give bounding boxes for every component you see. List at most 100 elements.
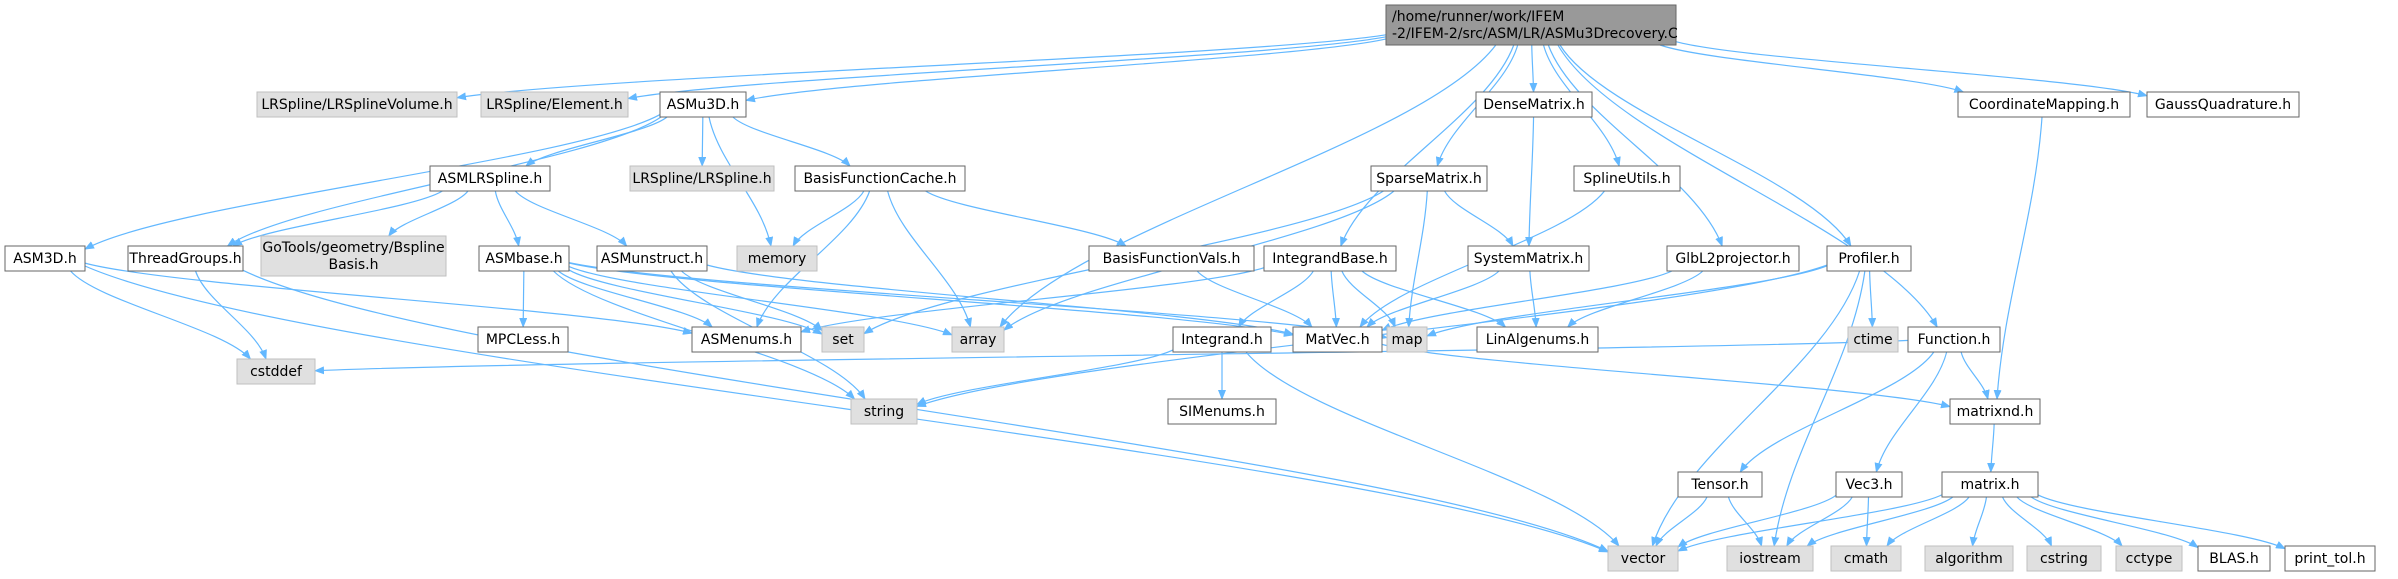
edge-root-to-glbl2 — [1547, 44, 1723, 247]
node-array-label: array — [960, 332, 997, 348]
node-coordmap[interactable]: CoordinateMapping.h — [1957, 91, 2131, 118]
node-function[interactable]: Function.h — [1907, 326, 2001, 353]
node-algorithm-label: algorithm — [1935, 551, 2003, 567]
edge-root-to-gaussquad — [1675, 41, 2148, 98]
edge-bfcache-to-array — [887, 190, 972, 328]
node-lrelem-box — [480, 91, 629, 118]
node-glbl2[interactable]: GlbL2projector.h — [1666, 245, 1800, 272]
node-matrix[interactable]: matrix.h — [1941, 471, 2039, 498]
node-lrspline: LRSpline/LRSpline.h — [629, 165, 775, 192]
node-root[interactable]: /home/runner/work/IFEM-2/IFEM-2/src/ASM/… — [1385, 4, 1678, 46]
edge-function-to-vec3 — [1874, 351, 1948, 473]
edge-asmu3d-to-bfcache — [732, 116, 851, 167]
node-integrand-label: Integrand.h — [1181, 332, 1262, 348]
node-gaussquad[interactable]: GaussQuadrature.h — [2146, 91, 2300, 118]
node-matrix-label: matrix.h — [1961, 477, 2020, 493]
node-glbl2-box — [1666, 245, 1800, 272]
node-blas-box — [2197, 545, 2271, 572]
node-gaussquad-label: GaussQuadrature.h — [2155, 97, 2291, 113]
edge-asmlrspline-to-asmbase — [494, 190, 522, 247]
edge-root-to-array — [999, 44, 1497, 328]
edge-integrandbase-to-matvec — [1330, 270, 1340, 328]
node-tensor-box — [1677, 471, 1763, 498]
node-bfvals[interactable]: BasisFunctionVals.h — [1088, 245, 1255, 272]
node-asmlrspline-box — [429, 165, 551, 192]
node-matrix-box — [1941, 471, 2039, 498]
node-asmu3d[interactable]: ASMu3D.h — [659, 91, 747, 118]
node-cstddef-box — [236, 358, 316, 385]
node-blas[interactable]: BLAS.h — [2197, 545, 2271, 572]
node-vector-box — [1607, 545, 1679, 572]
node-string-box — [850, 398, 918, 425]
node-linalgenums[interactable]: LinAlgenums.h — [1476, 326, 1599, 353]
node-integrandbase[interactable]: IntegrandBase.h — [1263, 245, 1397, 272]
node-iostream-label: iostream — [1739, 551, 1801, 567]
node-bfvals-box — [1088, 245, 1255, 272]
edge-vec3-to-vector — [1677, 494, 1837, 548]
node-simenums-label: SIMenums.h — [1179, 404, 1265, 420]
node-tensor[interactable]: Tensor.h — [1677, 471, 1763, 498]
edge-root-to-profiler — [1559, 44, 1852, 247]
node-algorithm: algorithm — [1924, 545, 2014, 572]
node-asmunstruct[interactable]: ASMunstruct.h — [596, 245, 708, 272]
edge-glbl2-to-linalgenums — [1566, 270, 1704, 328]
node-asmunstruct-label: ASMunstruct.h — [601, 251, 703, 267]
node-ctime-label: ctime — [1853, 332, 1892, 348]
node-string-label: string — [864, 404, 904, 420]
node-profiler[interactable]: Profiler.h — [1826, 245, 1912, 272]
node-map-label: map — [1391, 332, 1422, 348]
node-asmbase[interactable]: ASMbase.h — [478, 245, 570, 272]
edge-root-to-integrandbase — [1340, 44, 1515, 247]
node-asmunstruct-box — [596, 245, 708, 272]
node-cctype: cctype — [2115, 545, 2183, 572]
node-lrvol-label: LRSpline/LRSplineVolume.h — [261, 97, 452, 113]
node-integrand[interactable]: Integrand.h — [1172, 326, 1272, 353]
edge-profiler-to-ctime — [1868, 270, 1877, 328]
node-matvec-label: MatVec.h — [1305, 332, 1369, 348]
node-iostream: iostream — [1726, 545, 1814, 572]
edge-integrandbase-to-asmenums — [800, 267, 1265, 333]
edge-matrix-to-cctype — [2016, 496, 2123, 547]
edge-matrix-to-iostream — [1806, 496, 1954, 547]
node-sparsematrix[interactable]: SparseMatrix.h — [1370, 165, 1488, 192]
node-sparsematrix-label: SparseMatrix.h — [1376, 171, 1481, 187]
node-cstring: cstring — [2026, 545, 2102, 572]
node-mpcless-box — [477, 326, 569, 353]
node-simenums[interactable]: SIMenums.h — [1167, 398, 1277, 425]
edge-matrixnd-to-matrix — [1987, 423, 1996, 473]
node-threadgroups[interactable]: ThreadGroups.h — [127, 245, 244, 272]
node-splineutils-box — [1573, 165, 1681, 192]
node-densematrix-box — [1475, 91, 1593, 118]
node-asmenums-box — [691, 326, 802, 353]
node-asmlrspline[interactable]: ASMLRSpline.h — [429, 165, 551, 192]
edge-matrix-to-vector — [1677, 494, 1943, 552]
node-iostream-box — [1726, 545, 1814, 572]
edge-asmunstruct-to-set — [681, 270, 823, 332]
node-bfcache[interactable]: BasisFunctionCache.h — [794, 165, 966, 192]
node-matrixnd[interactable]: matrixnd.h — [1949, 398, 2041, 425]
node-mpcless[interactable]: MPCLess.h — [477, 326, 569, 353]
node-asmenums[interactable]: ASMenums.h — [691, 326, 802, 353]
node-memory: memory — [736, 245, 818, 272]
node-splineutils[interactable]: SplineUtils.h — [1573, 165, 1681, 192]
node-densematrix[interactable]: DenseMatrix.h — [1475, 91, 1593, 118]
edge-bfcache-to-memory — [792, 190, 865, 247]
edge-bfcache-to-bfvals — [925, 190, 1127, 247]
node-asmu3d-box — [659, 91, 747, 118]
node-asmbase-label: ASMbase.h — [485, 251, 562, 267]
node-lrvol: LRSpline/LRSplineVolume.h — [256, 91, 458, 118]
node-asm3d[interactable]: ASM3D.h — [4, 245, 86, 272]
node-vec3[interactable]: Vec3.h — [1835, 471, 1903, 498]
node-printtol-label: print_tol.h — [2294, 551, 2365, 567]
node-cstring-box — [2026, 545, 2102, 572]
node-systemmatrix[interactable]: SystemMatrix.h — [1467, 245, 1590, 272]
node-cctype-box — [2115, 545, 2183, 572]
edge-matrix-to-cmath — [1886, 496, 1970, 547]
edge-vec3-to-cmath — [1862, 496, 1871, 547]
node-matvec-box — [1292, 326, 1383, 353]
node-printtol[interactable]: print_tol.h — [2284, 545, 2376, 572]
node-vec3-label: Vec3.h — [1845, 477, 1892, 493]
node-matvec[interactable]: MatVec.h — [1292, 326, 1383, 353]
